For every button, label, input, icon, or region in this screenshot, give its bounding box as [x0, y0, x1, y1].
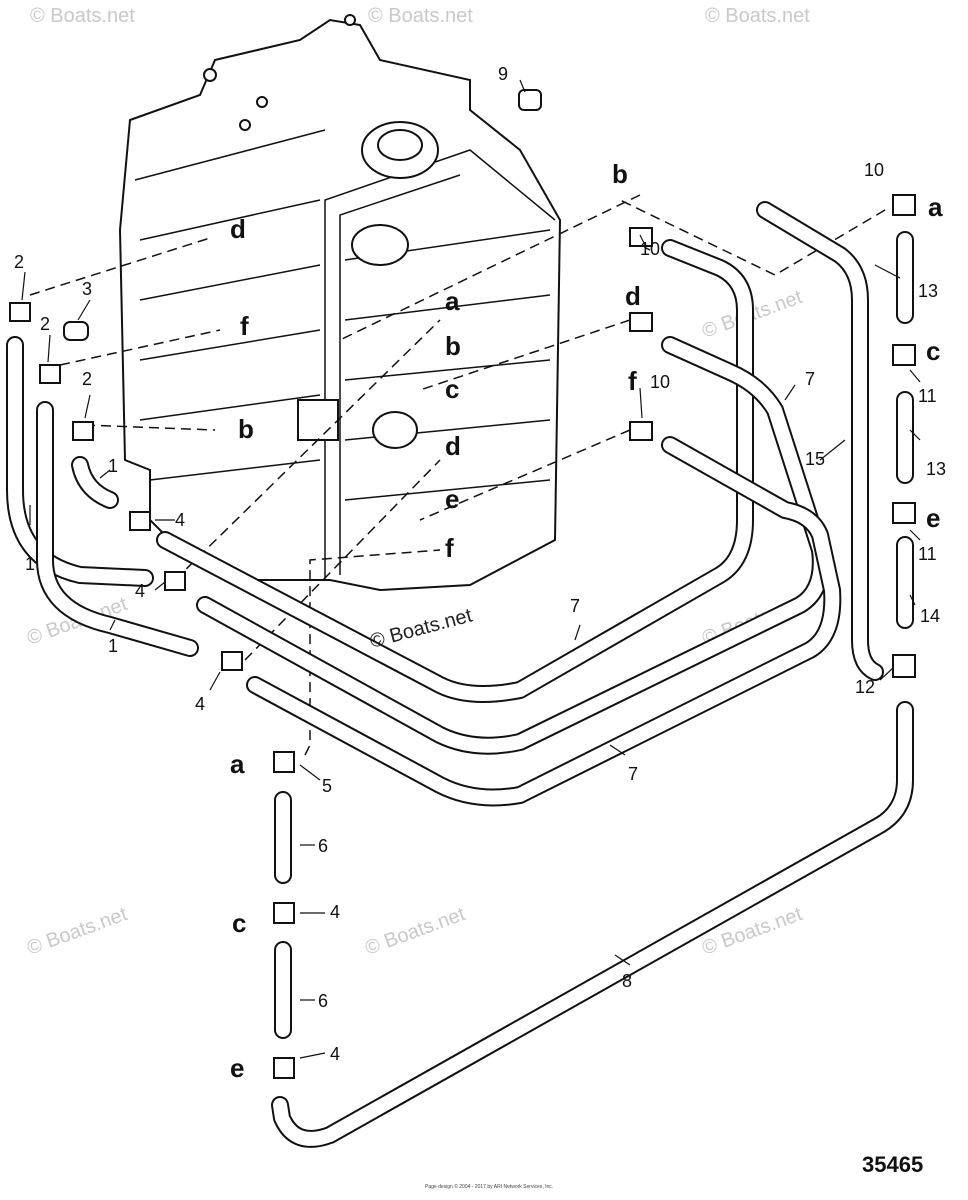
part-label: 1: [108, 456, 118, 476]
engine-block-illustration: [118, 14, 562, 592]
fittings: [9, 89, 916, 1079]
part-label: 4: [135, 581, 145, 601]
part-number-labels: 2 2 2 3 1 1 1 4 4 4 4 4 5 6 6 7 7 7 8 9 …: [14, 64, 946, 1064]
connection-letter: c: [926, 336, 940, 366]
part-label: 6: [318, 836, 328, 856]
connection-letter-labels: b a c e d f d f b a b c d e f a c e: [230, 159, 943, 1083]
connection-letter: d: [230, 214, 246, 244]
connection-letter: a: [230, 749, 245, 779]
connection-letter: d: [445, 431, 461, 461]
plug-9: [518, 89, 542, 111]
part-label: 1: [108, 636, 118, 656]
connection-letter: a: [928, 192, 943, 222]
part-label: 5: [322, 776, 332, 796]
connection-letter: c: [445, 374, 459, 404]
part-label: 7: [570, 596, 580, 616]
tee-fitting-4: [273, 1057, 295, 1079]
elbow-fitting-5: [273, 751, 295, 773]
part-label: 2: [82, 369, 92, 389]
connection-letter: a: [445, 286, 460, 316]
plug-3: [63, 321, 89, 341]
part-label: 4: [330, 1044, 340, 1064]
elbow-fitting-2: [39, 364, 61, 384]
connection-letter: b: [445, 331, 461, 361]
part-label: 14: [920, 606, 940, 626]
elbow-fitting-10: [629, 312, 653, 332]
diagram-code: 35465: [862, 1152, 923, 1177]
part-label: 4: [195, 694, 205, 714]
watermark: © Boats.net: [705, 5, 810, 27]
connection-letter: e: [230, 1053, 244, 1083]
connection-letter: b: [612, 159, 628, 189]
elbow-fitting-10: [629, 421, 653, 441]
boats-net-watermark: © Boats.net: [368, 604, 475, 652]
part-label: 15: [805, 449, 825, 469]
tee-fitting-4: [221, 651, 243, 671]
watermark: © Boats.net: [24, 903, 130, 960]
part-label: 10: [640, 239, 660, 259]
part-label: 13: [926, 459, 946, 479]
part-label: 1: [25, 554, 35, 574]
connection-letter: f: [240, 311, 249, 341]
part-label: 3: [82, 279, 92, 299]
tee-fitting-4: [129, 511, 151, 531]
tee-fitting-12: [892, 654, 916, 678]
part-label: 8: [622, 971, 632, 991]
tee-fitting-11: [892, 344, 916, 366]
part-label: 10: [650, 372, 670, 392]
tee-fitting-11: [892, 502, 916, 524]
tee-fitting-4: [273, 902, 295, 924]
part-label: 12: [855, 677, 875, 697]
part-label: 11: [918, 386, 937, 406]
part-label: 6: [318, 991, 328, 1011]
footer-copyright: Page design © 2004 - 2017 by ARI Network…: [425, 1183, 553, 1190]
watermark: © Boats.net: [362, 903, 468, 960]
part-label: 4: [330, 902, 340, 922]
watermark: © Boats.net: [30, 5, 135, 27]
connection-letter: d: [625, 281, 641, 311]
connection-letter: e: [926, 503, 940, 533]
hoses: [6, 201, 914, 1148]
part-label: 2: [14, 252, 24, 272]
elbow-fitting-2: [9, 302, 31, 322]
connection-letter: f: [445, 533, 454, 563]
part-label: 9: [498, 64, 508, 84]
connection-letter: c: [232, 908, 246, 938]
part-label: 4: [175, 510, 185, 530]
part-label: 7: [628, 764, 638, 784]
elbow-fitting-10: [892, 194, 916, 216]
part-label: 2: [40, 314, 50, 334]
connection-letter: e: [445, 484, 459, 514]
connection-letter: f: [628, 366, 637, 396]
part-label: 11: [918, 544, 937, 564]
part-label: 13: [918, 281, 938, 301]
watermark: © Boats.net: [368, 5, 473, 27]
tee-fitting-4: [164, 571, 186, 591]
connection-letter: b: [238, 414, 254, 444]
elbow-fitting-2: [72, 421, 94, 441]
part-label: 10: [864, 160, 884, 180]
part-label: 7: [805, 369, 815, 389]
connection-lines: [29, 194, 886, 756]
leader-lines: [21, 79, 921, 1059]
